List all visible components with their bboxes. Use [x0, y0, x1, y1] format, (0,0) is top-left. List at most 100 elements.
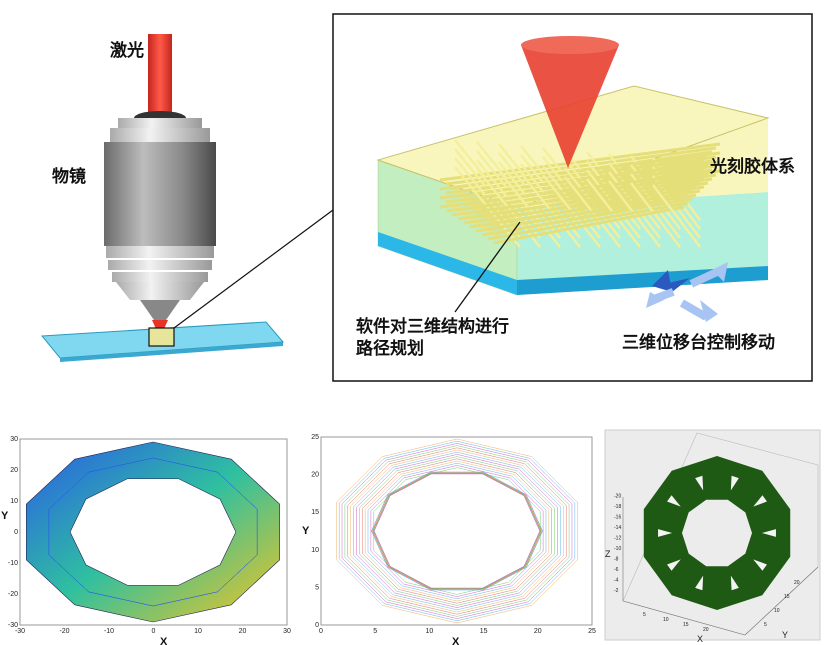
x-tick-label: -30 — [15, 628, 25, 635]
window — [48, 471, 89, 510]
plot3-zlabel: Z — [605, 549, 611, 559]
lattice-rod — [439, 142, 721, 182]
toolpath — [336, 438, 578, 624]
lattice-rod — [445, 173, 717, 213]
lattice-rod — [630, 182, 681, 248]
x-tick-label: 0 — [319, 628, 323, 635]
voxel-window — [667, 495, 681, 507]
lattice-structure — [439, 139, 721, 248]
x-tick-label: -20 — [59, 628, 69, 635]
inner-hole — [69, 478, 237, 586]
y-tick-label: -20 — [8, 591, 18, 598]
label-photoresist: 光刻胶体系 — [710, 157, 795, 177]
lattice-rod — [445, 164, 717, 204]
plot2-xlabel: X — [452, 636, 460, 645]
x-tick-label: 10 — [663, 617, 669, 623]
lattice-rod — [463, 185, 705, 225]
x-tick-label: 5 — [643, 612, 646, 618]
x-tick-label: 20 — [703, 627, 709, 633]
voxel-window — [761, 529, 776, 537]
voxel-hole — [682, 499, 752, 567]
lattice-rod — [439, 160, 721, 200]
window — [152, 591, 218, 607]
label-path-planning-2: 路径规划 — [356, 339, 424, 359]
slide-edge — [60, 342, 283, 362]
lattice-rod — [439, 151, 721, 191]
z-tick-label: -18 — [614, 504, 621, 510]
toolpath — [344, 445, 570, 617]
zoom-region-marker — [148, 327, 175, 347]
window — [48, 554, 89, 593]
z-tick-label: -14 — [614, 525, 621, 531]
y-tick-label: 15 — [784, 594, 790, 600]
window — [88, 591, 154, 607]
lattice-rod — [487, 201, 689, 241]
toolpath — [359, 456, 555, 606]
y-tick-label: 20 — [10, 467, 18, 474]
z-tick-label: -6 — [614, 567, 619, 573]
y-tick-label: 10 — [311, 547, 319, 554]
y-tick-label: 10 — [10, 498, 18, 505]
voxel-window — [753, 559, 767, 571]
laser-cone — [521, 36, 619, 168]
toolpath — [347, 447, 567, 615]
z-tick-label: -4 — [614, 578, 619, 584]
label-stage-motion: 三维位移台控制移动 — [622, 333, 775, 353]
toolpath — [353, 451, 561, 611]
plot1-ylabel: Y — [1, 510, 9, 522]
label-laser: 激光 — [110, 41, 144, 61]
x-tick-label: 20 — [534, 628, 542, 635]
objective-lens — [104, 111, 216, 320]
z-tick-label: -10 — [614, 546, 621, 552]
z-tick-label: -20 — [614, 494, 621, 500]
label-objective: 物镜 — [52, 167, 86, 187]
y-tick-label: -30 — [8, 622, 18, 629]
x-tick-label: 10 — [194, 628, 202, 635]
toolpath — [338, 440, 576, 622]
lattice-rod — [652, 184, 701, 248]
plot2-ylabel: Y — [302, 525, 310, 537]
x-tick-label: 5 — [373, 628, 377, 635]
x-tick-label: 25 — [588, 628, 596, 635]
y-tick-label: 0 — [14, 529, 18, 536]
lattice-rod — [481, 197, 693, 237]
voxel-window — [695, 475, 704, 491]
toolpath — [371, 471, 543, 591]
laser-beam — [148, 34, 172, 114]
voxel-window — [753, 495, 767, 507]
x-tick-label: 15 — [683, 622, 689, 628]
y-tick-label: 5 — [315, 584, 319, 591]
voxel-window — [730, 575, 739, 591]
y-tick-label: 5 — [764, 622, 767, 628]
toolpath — [371, 472, 543, 590]
y-tick-label: 20 — [794, 580, 800, 586]
y-tick-label: 10 — [774, 608, 780, 614]
window — [217, 471, 258, 510]
window — [88, 457, 154, 473]
laser-cone-top — [521, 36, 619, 54]
label-path-planning-1: 软件对三维结构进行 — [356, 317, 509, 337]
toolpath — [373, 467, 541, 595]
voxel-window — [695, 575, 704, 591]
z-tick-label: -16 — [614, 515, 621, 521]
z-tick-label: -12 — [614, 536, 621, 542]
toolpath — [341, 443, 573, 619]
pointer-line — [454, 221, 521, 313]
window — [152, 457, 218, 473]
x-tick-label: 20 — [239, 628, 247, 635]
lattice-rod — [439, 169, 721, 209]
voxel-window — [658, 529, 673, 537]
y-tick-label: 20 — [311, 472, 319, 479]
plot3-xlabel: X — [697, 634, 703, 644]
z-tick-label: -2 — [614, 588, 619, 594]
x-tick-label: -10 — [104, 628, 114, 635]
x-tick-label: 15 — [480, 628, 488, 635]
plot3-ylabel: Y — [782, 630, 788, 640]
zoom-connector — [173, 209, 334, 329]
y-tick-label: -10 — [8, 560, 18, 567]
toolpath — [370, 465, 544, 597]
